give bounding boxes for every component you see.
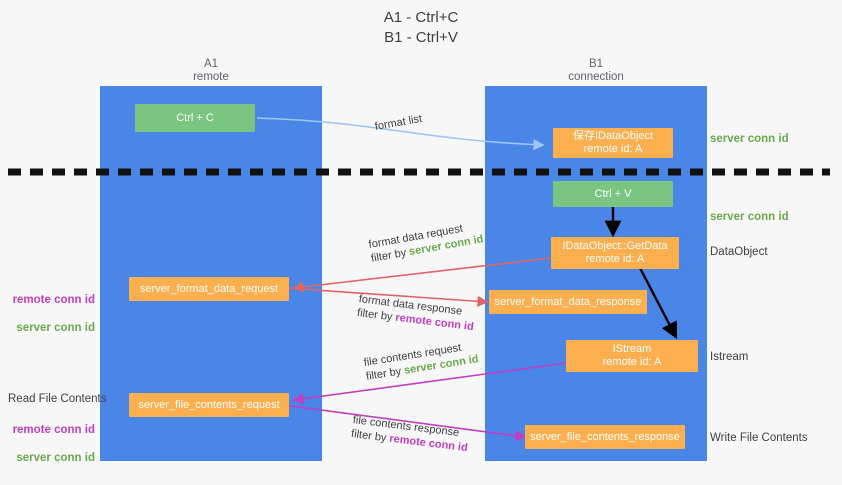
node-server-file-contents-request[interactable]: server_file_contents_request [129, 393, 289, 417]
edge-label-format-data-request: format data request filter by server con… [368, 218, 485, 265]
left-label-conn-ids-2: remote conn id server conn id [10, 409, 95, 479]
lane-header-a1: A1 remote [193, 58, 229, 83]
edge-label-file-contents-response: file contents response filter by remote … [350, 413, 470, 455]
right-label-write-file-contents: Write File Contents [710, 432, 808, 444]
node-ctrl-v[interactable]: Ctrl + V [553, 181, 673, 207]
left-label-conn-ids-1: remote conn id server conn id [10, 279, 95, 349]
left-label-read-file-contents: Read File Contents [8, 393, 107, 405]
right-label-server-conn-id-1: server conn id [710, 133, 789, 145]
left-server-conn-id-2: server conn id [16, 452, 95, 464]
node-istream[interactable]: IStream remote id: A [566, 340, 698, 372]
filter-prefix: filter by [350, 427, 391, 445]
node-server-format-data-request[interactable]: server_format_data_request [129, 277, 289, 301]
lane-header-b1: B1 connection [568, 58, 624, 83]
page-title: A1 - Ctrl+C B1 - Ctrl+V [383, 9, 459, 46]
edge-label-file-contents-request: file contents request filter by server c… [363, 338, 480, 383]
node-ctrl-c[interactable]: Ctrl + C [135, 104, 255, 132]
edge-label-format-list: format list [373, 112, 424, 133]
filter-prefix: filter by [356, 306, 397, 324]
node-server-format-data-response[interactable]: server_format_data_response [489, 290, 647, 314]
edge-label-format-data-response: format data response filter by remote co… [356, 292, 476, 334]
node-save-idataobject[interactable]: 保存IDataObject remote id: A [553, 128, 673, 158]
left-remote-conn-id-2: remote conn id [12, 424, 95, 436]
right-label-server-conn-id-2: server conn id [710, 211, 789, 223]
left-server-conn-id-1: server conn id [16, 322, 95, 334]
right-label-istream: Istream [710, 351, 749, 363]
node-idataobject-getdata[interactable]: IDataObject::GetData remote id: A [551, 237, 679, 269]
right-label-dataobject: DataObject [710, 246, 768, 258]
left-remote-conn-id-1: remote conn id [12, 294, 95, 306]
node-server-file-contents-response[interactable]: server_file_contents_response [525, 425, 685, 449]
